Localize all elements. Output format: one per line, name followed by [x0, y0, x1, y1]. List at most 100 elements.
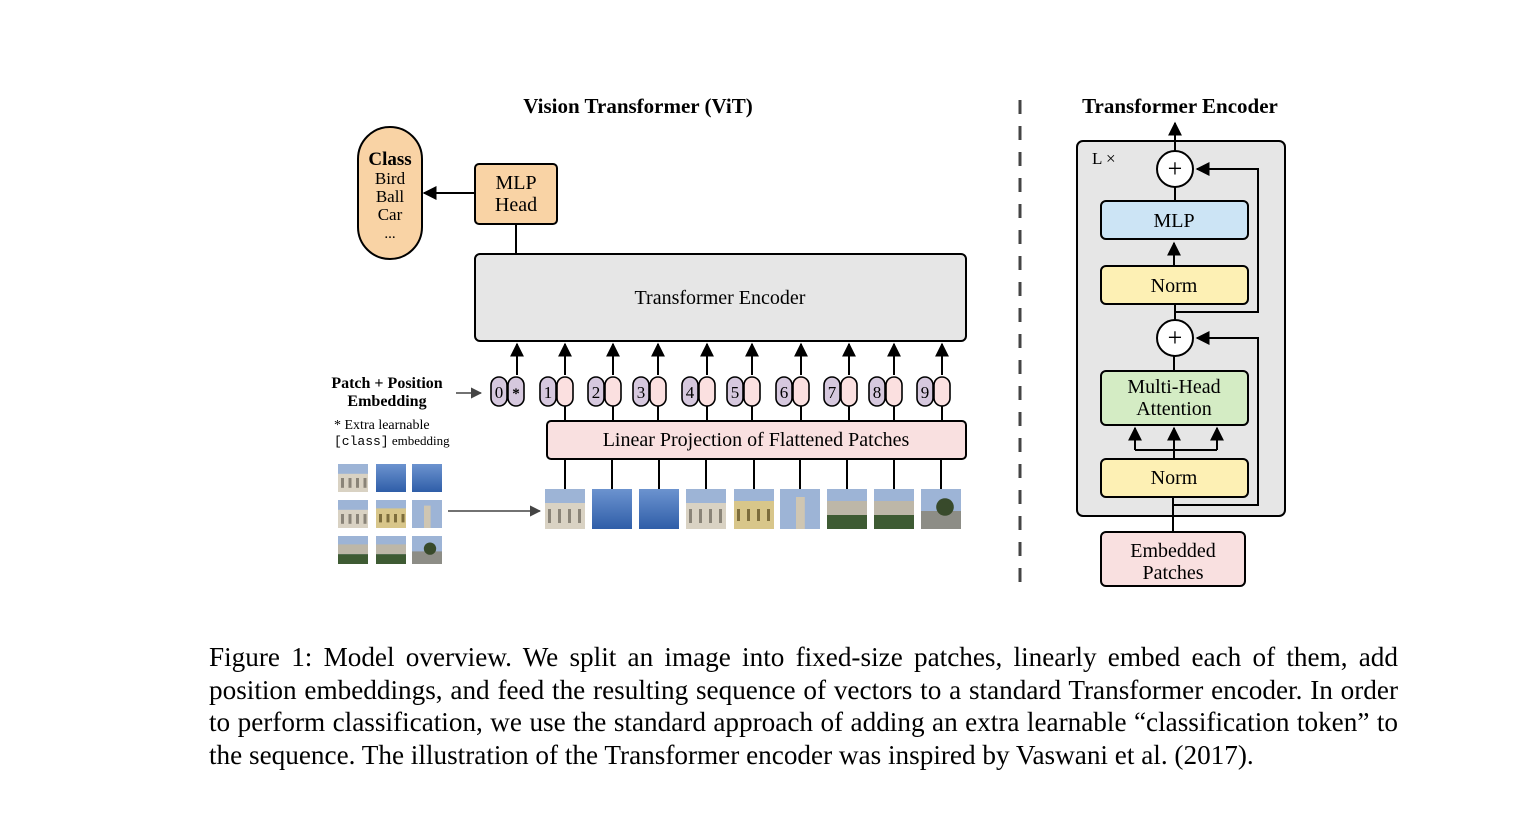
class-item-bird: Bird — [375, 169, 406, 188]
sequence-patch-3 — [639, 489, 679, 529]
position-number-0: 0 — [495, 383, 504, 402]
linear-projection-shape — [546, 420, 967, 460]
position-number-5: 5 — [731, 383, 740, 402]
linear-projection-label: Linear Projection of Flattened Patches — [603, 429, 910, 451]
class-token — [507, 376, 525, 407]
token-pair-9: 9 — [916, 342, 951, 421]
position-embedding-1 — [539, 376, 557, 407]
sequence-patch-6 — [780, 489, 820, 529]
class-heading: Class — [368, 149, 411, 170]
embedded-patches-line2: Patches — [1142, 562, 1203, 584]
linear-projection-box: Linear Projection of Flattened Patches — [546, 420, 967, 460]
vit-encoder-shape — [474, 253, 967, 342]
position-number-8: 8 — [873, 383, 882, 402]
encoder-mlp-label: MLP — [1153, 210, 1194, 232]
add-node-1-sign: + — [1168, 323, 1183, 352]
norm-top-label: Norm — [1151, 275, 1198, 297]
residual-connection-1 — [1173, 331, 1259, 506]
multi-head-attention-box: Multi-Head Attention — [1100, 370, 1249, 426]
patch-embedding-5 — [743, 376, 761, 407]
patch-embedding-4 — [698, 376, 716, 407]
grid-patch-1 — [338, 464, 368, 492]
grid-patch-8 — [376, 536, 406, 564]
class-output-box: Class Bird Ball Car ... — [357, 126, 423, 260]
token-pair-3: 3 — [632, 342, 667, 421]
patch-embedding-8 — [885, 376, 903, 407]
class-item-ball: Ball — [376, 187, 405, 206]
token-pair-1: 1 — [539, 342, 574, 421]
grid-patch-3 — [412, 464, 442, 492]
position-embedding-9 — [916, 376, 934, 407]
sequence-patch-7 — [827, 489, 867, 529]
token-pair-5: 5 — [726, 342, 761, 421]
token-pair-0: 0* — [490, 342, 525, 407]
add-node-2: + — [1156, 150, 1194, 188]
patch-embedding-7 — [840, 376, 858, 407]
sequence-patch-8 — [874, 489, 914, 529]
sequence-patch-1 — [545, 489, 585, 529]
class-token-marker: * — [512, 386, 520, 402]
vit-encoder-box: Transformer Encoder — [474, 253, 967, 342]
embedded-patches-box: Embedded Patches — [1100, 531, 1246, 587]
grid-patch-2 — [376, 464, 406, 492]
class-code-token: [class] — [334, 434, 389, 449]
embedding-note-rest: embedding — [389, 433, 451, 448]
source-image-patch-grid — [338, 464, 442, 564]
flattened-patch-sequence — [545, 459, 961, 529]
patch-embedding-6 — [792, 376, 810, 407]
class-embedding-note: [class] embedding — [334, 433, 450, 449]
attention-line2: Attention — [1136, 398, 1212, 420]
position-number-6: 6 — [780, 383, 789, 402]
grid-patch-5 — [376, 500, 406, 528]
position-embedding-2 — [587, 376, 605, 407]
grid-patch-4 — [338, 500, 368, 528]
extra-learnable-note: * Extra learnable — [334, 418, 430, 433]
position-number-4: 4 — [686, 383, 695, 402]
patch-embedding-9 — [933, 376, 951, 407]
sequence-patch-4 — [686, 489, 726, 529]
norm-top-box: Norm — [1100, 265, 1249, 305]
vit-figure: Vision Transformer (ViT) Class Bird Ball… — [331, 94, 1286, 587]
patch-embed-label-2: Embedding — [347, 393, 426, 410]
patch-embedding-2 — [604, 376, 622, 407]
token-pair-7: 7 — [823, 342, 858, 421]
mlp-head-line1: MLP — [495, 172, 536, 194]
layer-repeat-label: L × — [1092, 149, 1116, 168]
token-pair-2: 2 — [587, 342, 622, 421]
position-embedding-0 — [490, 376, 508, 407]
vit-title: Vision Transformer (ViT) — [523, 94, 752, 118]
class-box-shape — [357, 126, 423, 260]
position-embedding-4 — [681, 376, 699, 407]
token-pair-6: 6 — [775, 342, 810, 421]
embedded-patches-line1: Embedded — [1130, 540, 1216, 562]
figure-caption: Figure 1: Model overview. We split an im… — [209, 642, 1398, 770]
position-embedding-6 — [775, 376, 793, 407]
position-number-1: 1 — [544, 383, 553, 402]
position-number-7: 7 — [828, 383, 837, 402]
class-item-ellipsis: ... — [384, 226, 395, 242]
sequence-patch-2 — [592, 489, 632, 529]
attention-line1: Multi-Head — [1127, 376, 1220, 398]
mlp-head-line2: Head — [495, 194, 537, 216]
encoder-title: Transformer Encoder — [1082, 94, 1278, 118]
position-embedding-8 — [868, 376, 886, 407]
position-number-2: 2 — [592, 383, 601, 402]
patch-embedding-3 — [649, 376, 667, 407]
mlp-head-box: MLP Head — [474, 163, 558, 225]
position-embedding-3 — [632, 376, 650, 407]
norm-bottom-box: Norm — [1100, 458, 1249, 498]
norm-bottom-label: Norm — [1151, 467, 1198, 489]
token-pair-4: 4 — [681, 342, 716, 421]
patch-embedding-1 — [556, 376, 574, 407]
encoder-mlp-box: MLP — [1100, 200, 1249, 240]
vit-encoder-label: Transformer Encoder — [635, 287, 806, 309]
position-number-9: 9 — [921, 383, 930, 402]
token-pair-8: 8 — [868, 342, 903, 421]
class-item-car: Car — [378, 205, 403, 224]
sequence-patch-9 — [921, 489, 961, 529]
position-embedding-5 — [726, 376, 744, 407]
position-embedding-7 — [823, 376, 841, 407]
residual-connection-2 — [1175, 162, 1259, 313]
patch-embed-label-1: Patch + Position — [331, 375, 442, 392]
